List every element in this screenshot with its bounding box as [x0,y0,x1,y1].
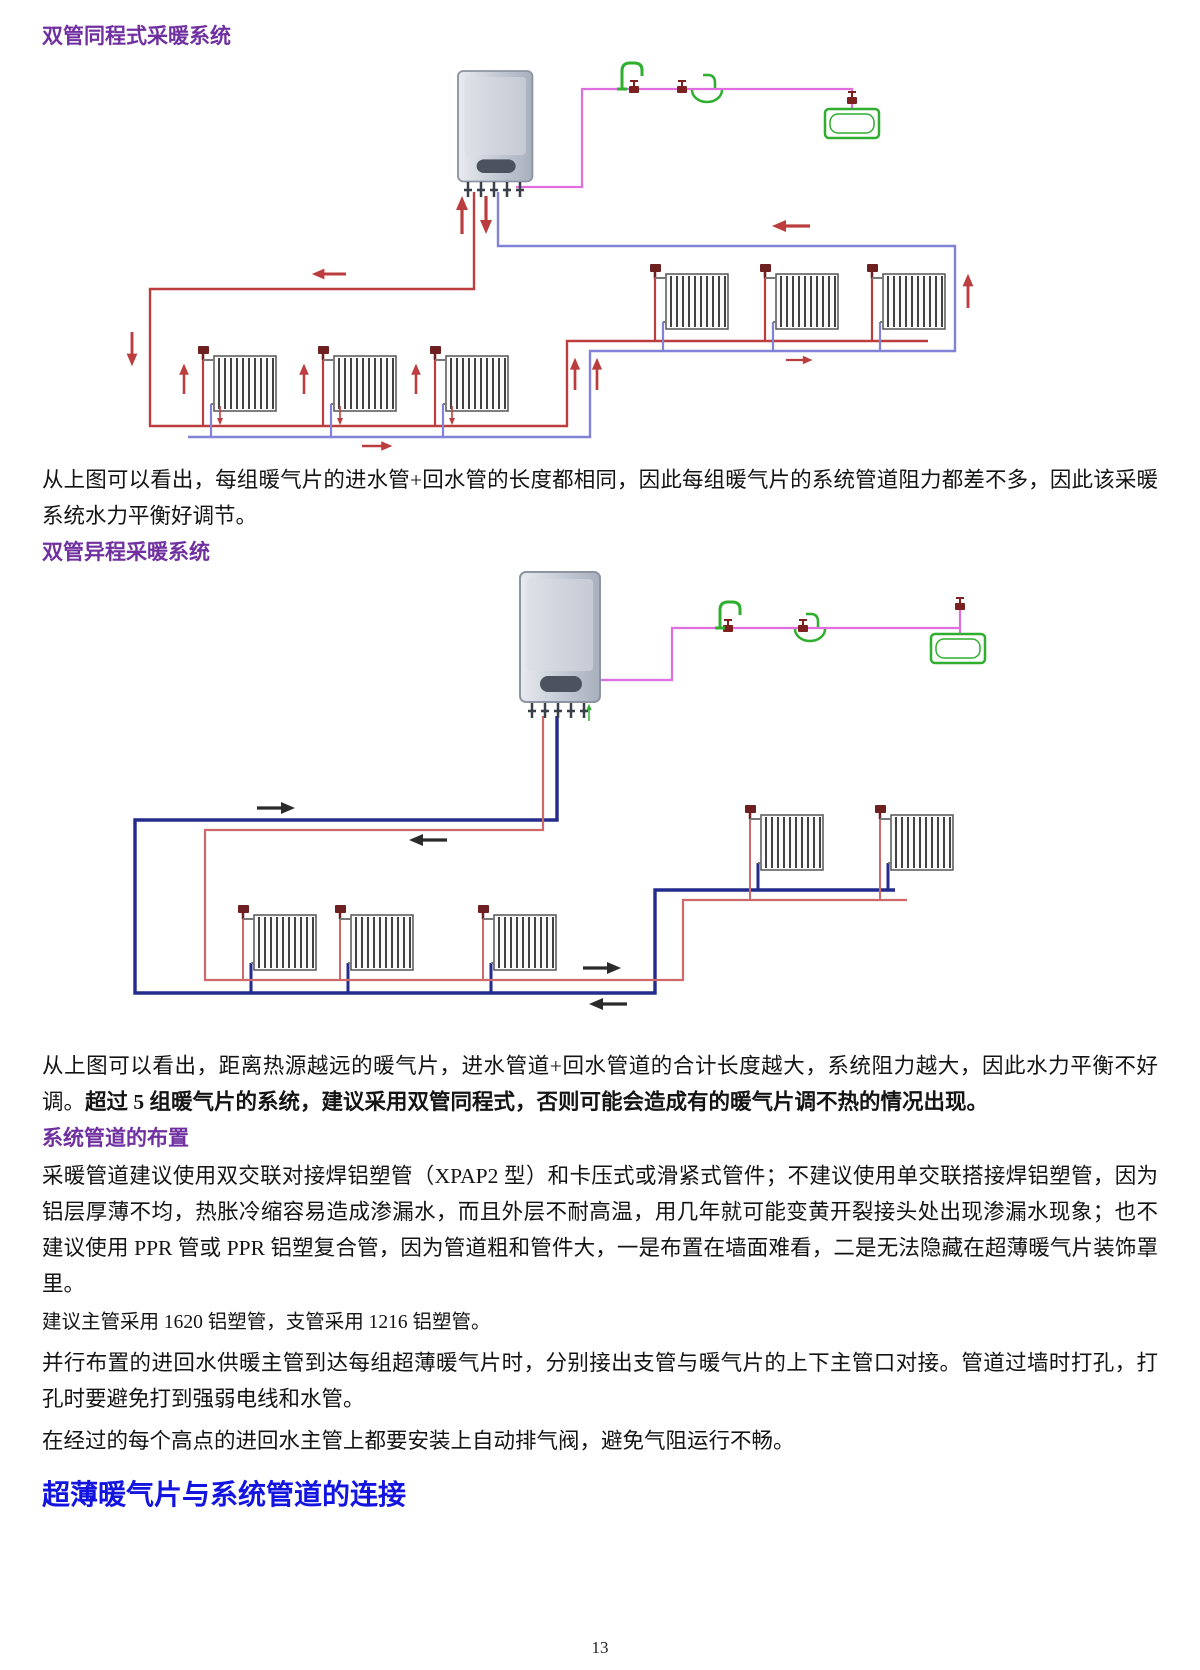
page-number: 13 [591,1638,609,1657]
section2-heading: 双管异程采暖系统 [42,541,210,564]
caption-normal-text: 从上图可以看出，距离热源越远的暖气片，进水管道+回水管道的合计长度越大，系统阻力… [42,1054,1158,1114]
radiator-icon [196,344,278,413]
caption-different-program: 从上图可以看出，距离热源越远的暖气片，进水管道+回水管道的合计长度越大，系统阻力… [42,1048,1158,1120]
flow-arrow-icons [125,194,975,453]
section3-heading: 系统管道的布置 [42,1127,189,1150]
pipe-layout-para3: 并行布置的进回水供暖主管到达每组超薄暖气片时，分别接出支管与暖气片的上下主管口对… [42,1351,1158,1411]
different-program-diagram [42,568,1158,1042]
boiler-icon [457,70,534,183]
radiator-icon [428,344,510,413]
supply-pipe [148,192,928,428]
radiator-icon [476,903,558,972]
radiator-icon [743,803,825,872]
radiator-icon [873,803,955,872]
dhw-pipe [600,610,962,682]
radiator-icon [865,262,947,331]
return-pipe [188,192,957,439]
bathtub-icon [929,632,987,665]
valve-icon [628,80,640,94]
faucet-icon [615,61,644,91]
different-program-diagram-svg [133,571,987,1012]
dhw-pipe [516,87,854,189]
pipe-layout-para1: 采暖管道建议使用双交联对接焊铝塑管（XPAP2 型）和卡压式或滑紧式管件；不建议… [42,1164,1158,1296]
valve-icon [722,619,734,633]
radiator-icon [758,262,840,331]
supply-pipe [203,716,907,982]
same-program-diagram-svg [125,61,975,453]
pipe-layout-para2: 建议主管采用 1620 铝塑管，支管采用 1216 铝塑管。 [42,1312,491,1333]
return-pipe [133,716,895,995]
caption-bold-text: 超过 5 组暖气片的系统，建议采用双管同程式，否则可能会造成有的暖气片调不热的情… [85,1090,989,1114]
valve-icon [797,619,809,633]
boiler-connections [526,701,590,720]
radiator-icon [333,903,415,972]
section1-heading: 双管同程式采暖系统 [42,25,231,48]
pipe-layout-para4: 在经过的每个高点的进回水主管上都要安装上自动排气阀，避免气阻运行不畅。 [42,1429,795,1453]
valve-icon [954,597,966,611]
radiator-icon [316,344,398,413]
same-program-diagram [42,54,1158,456]
bathtub-icon [823,107,881,140]
boiler-icon [519,571,601,703]
valve-icon [846,91,858,105]
radiator-icon [648,262,730,331]
caption-same-program: 从上图可以看出，每组暖气片的进水管+回水管的长度都相同，因此每组暖气片的系统管道… [42,468,1158,528]
section4-heading: 超薄暖气片与系统管道的连接 [42,1479,407,1510]
valve-icon [676,80,688,94]
radiator-icon [236,903,318,972]
